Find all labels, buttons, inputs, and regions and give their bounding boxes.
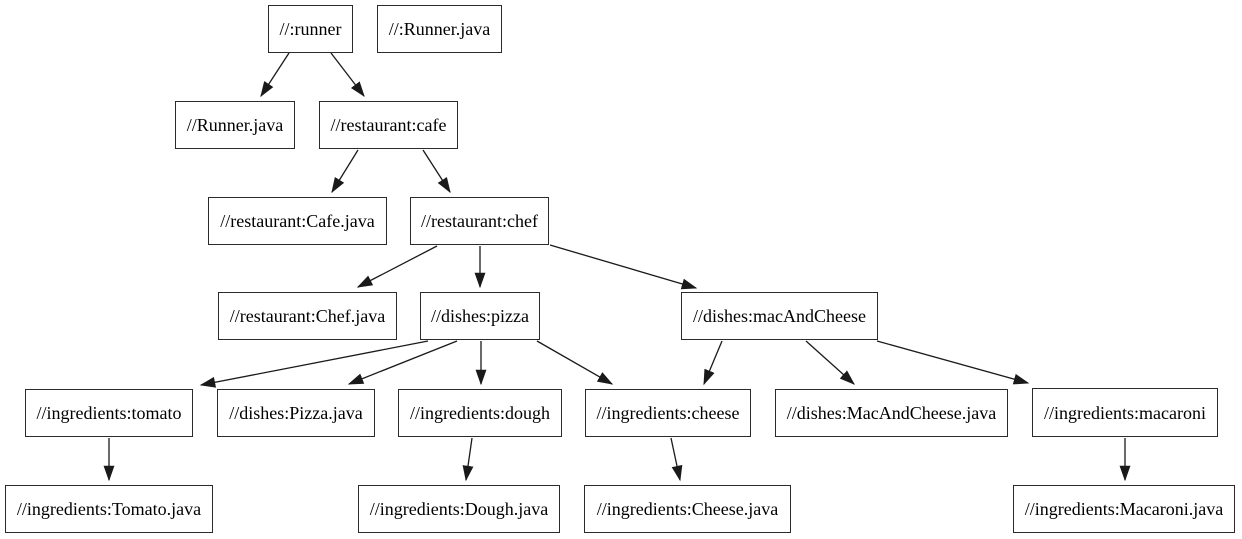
edge-cafe-to-cafe-java	[331, 149, 359, 194]
edge-chef-to-chef-java	[356, 245, 438, 288]
graph-node-cheese: //ingredients:cheese	[585, 389, 751, 437]
edge-pizza-to-tomato	[199, 340, 429, 388]
graph-node-mac-java: //dishes:MacAndCheese.java	[775, 389, 1008, 437]
graph-node-tomato-java: //ingredients:Tomato.java	[5, 485, 213, 533]
edge-cheese-to-cheese-java	[670, 437, 683, 482]
edge-dough-to-dough-java	[462, 437, 474, 482]
edge-macandcheese-to-mac-java	[805, 340, 855, 385]
edge-runner-to-cafe	[330, 52, 365, 98]
edge-chef-to-macandcheese	[549, 244, 698, 290]
edge-pizza-to-cheese	[536, 340, 614, 385]
graph-node-dough-java: //ingredients:Dough.java	[358, 485, 560, 533]
edge-runner-to-runner-java	[260, 52, 290, 98]
graph-node-dough: //ingredients:dough	[398, 389, 562, 437]
edge-macandcheese-to-macaroni	[876, 340, 1030, 385]
graph-node-tomato: //ingredients:tomato	[25, 389, 193, 437]
graph-node-cafe: //restaurant:cafe	[319, 101, 458, 149]
graph-node-pizza: //dishes:pizza	[420, 292, 540, 340]
graph-node-cafe-java: //restaurant:Cafe.java	[208, 197, 387, 245]
graph-node-runner-java: //Runner.java	[175, 101, 295, 149]
graph-node-runner: //:runner	[268, 5, 353, 53]
graph-node-cheese-java: //ingredients:Cheese.java	[584, 485, 791, 533]
graph-node-macaroni-java: //ingredients:Macaroni.java	[1013, 485, 1235, 533]
edge-pizza-to-pizza-java	[347, 340, 458, 385]
graph-node-macaroni: //ingredients:macaroni	[1032, 388, 1218, 437]
edge-group	[103, 52, 1131, 482]
graph-node-chef-java: //restaurant:Chef.java	[218, 292, 397, 340]
graph-node-runner-src: //:Runner.java	[377, 5, 502, 53]
graph-node-macandcheese: //dishes:macAndCheese	[681, 292, 878, 340]
edge-macandcheese-to-cheese	[703, 340, 723, 386]
edge-cafe-to-chef	[422, 149, 451, 194]
graph-node-chef: //restaurant:chef	[410, 197, 549, 245]
graph-node-pizza-java: //dishes:Pizza.java	[217, 389, 375, 437]
